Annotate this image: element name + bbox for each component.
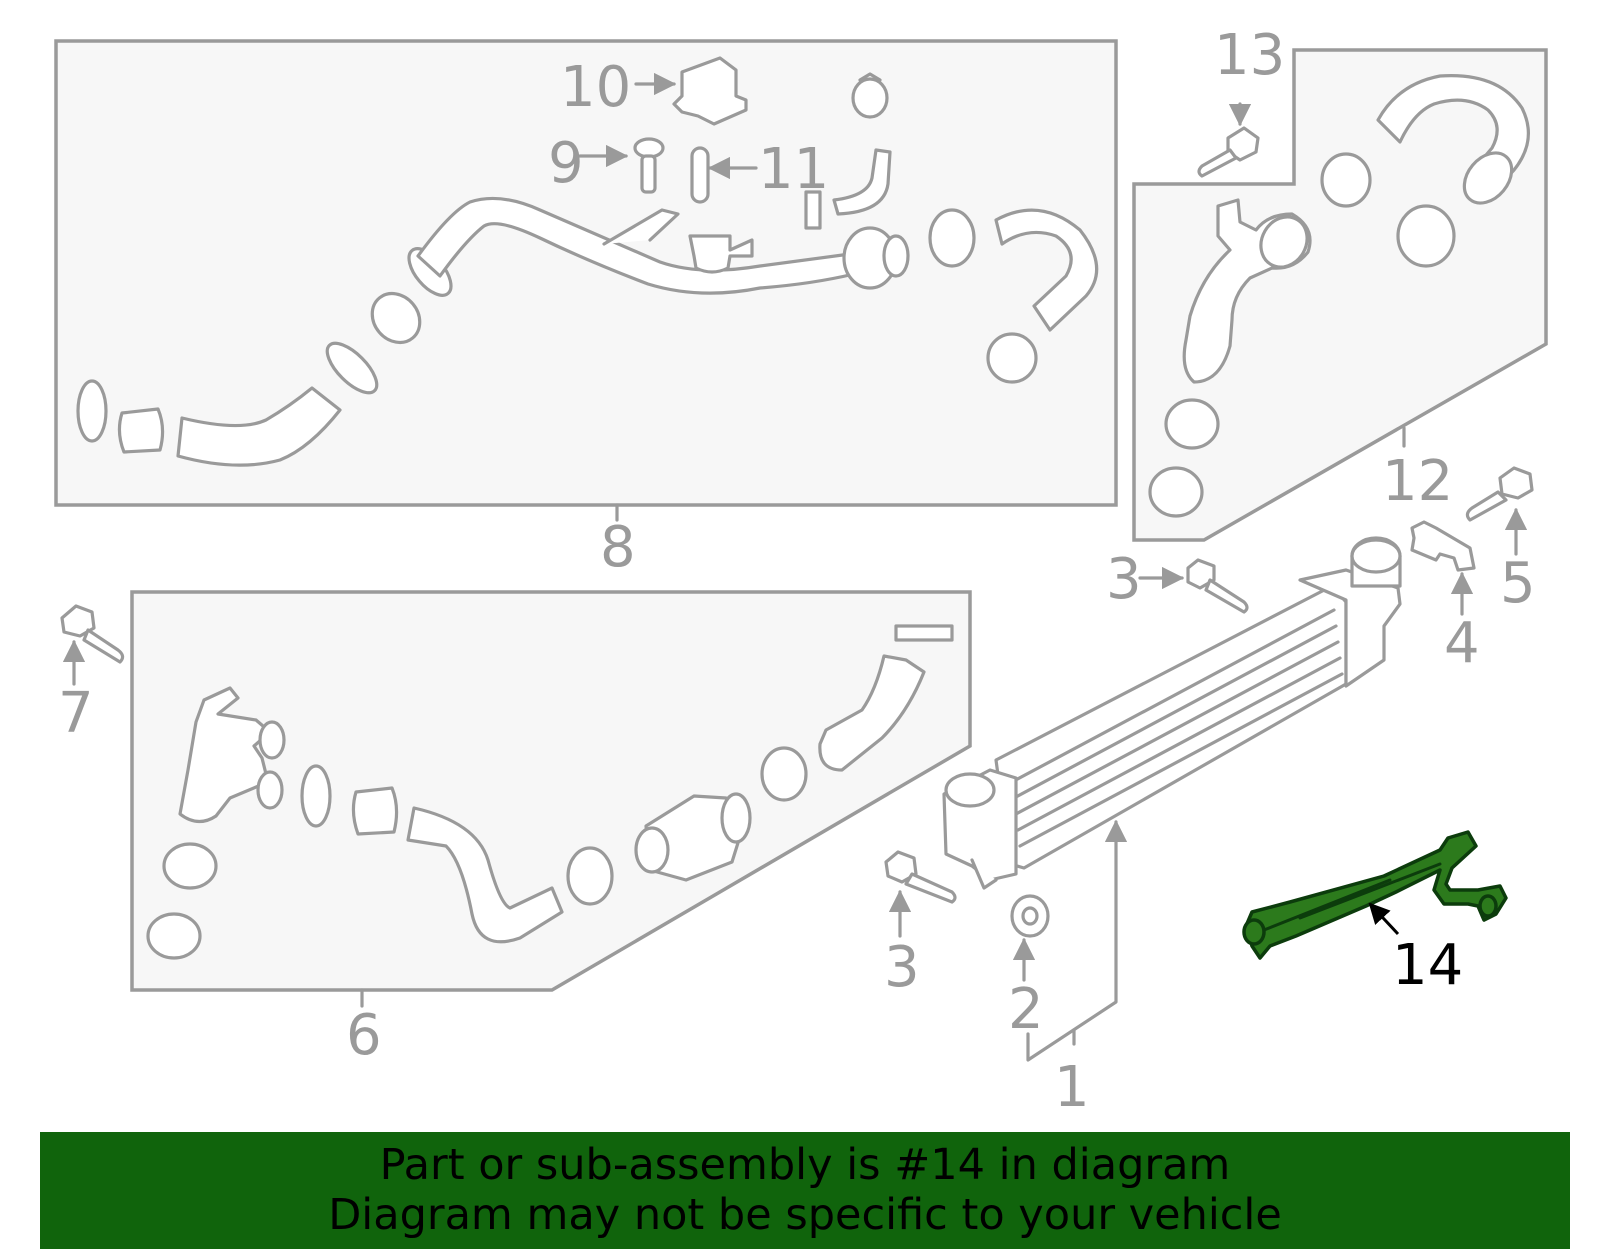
callout-11[interactable]: 11 bbox=[758, 137, 829, 202]
banner-disclaimer: Diagram may not be specific to your vehi… bbox=[328, 1190, 1282, 1240]
fastener-parts bbox=[60, 466, 1534, 938]
group-8-parts bbox=[76, 56, 1099, 467]
intercooler bbox=[942, 536, 1402, 890]
callout-1[interactable]: 1 bbox=[1054, 1055, 1090, 1120]
callout-8[interactable]: 8 bbox=[600, 515, 636, 580]
callout-9[interactable]: 9 bbox=[548, 131, 584, 196]
group-6-parts bbox=[146, 624, 954, 960]
callout-2[interactable]: 2 bbox=[1008, 977, 1044, 1042]
leader-lines bbox=[62, 72, 1528, 1062]
callout-labels: 1 2 3 3 4 5 6 7 8 9 10 11 12 13 14 bbox=[58, 23, 1536, 1120]
callout-6[interactable]: 6 bbox=[346, 1003, 382, 1068]
callout-3-lower[interactable]: 3 bbox=[884, 935, 920, 1000]
banner-part-notice: Part or sub-assembly is #14 in diagram bbox=[379, 1140, 1231, 1190]
callout-12[interactable]: 12 bbox=[1382, 449, 1453, 514]
callout-3-right[interactable]: 3 bbox=[1106, 547, 1142, 612]
callout-5[interactable]: 5 bbox=[1500, 551, 1536, 616]
highlighted-part-14[interactable] bbox=[1242, 830, 1508, 960]
group-6-box[interactable] bbox=[130, 590, 972, 1008]
callout-4[interactable]: 4 bbox=[1444, 611, 1480, 676]
callout-13[interactable]: 13 bbox=[1214, 23, 1285, 88]
callout-7[interactable]: 7 bbox=[58, 681, 94, 746]
info-banner: Part or sub-assembly is #14 in diagram D… bbox=[40, 1132, 1570, 1249]
callout-14[interactable]: 14 bbox=[1392, 933, 1463, 998]
callout-10[interactable]: 10 bbox=[560, 55, 631, 120]
group-12-box[interactable] bbox=[1132, 48, 1548, 542]
group-12-parts bbox=[1148, 74, 1530, 518]
